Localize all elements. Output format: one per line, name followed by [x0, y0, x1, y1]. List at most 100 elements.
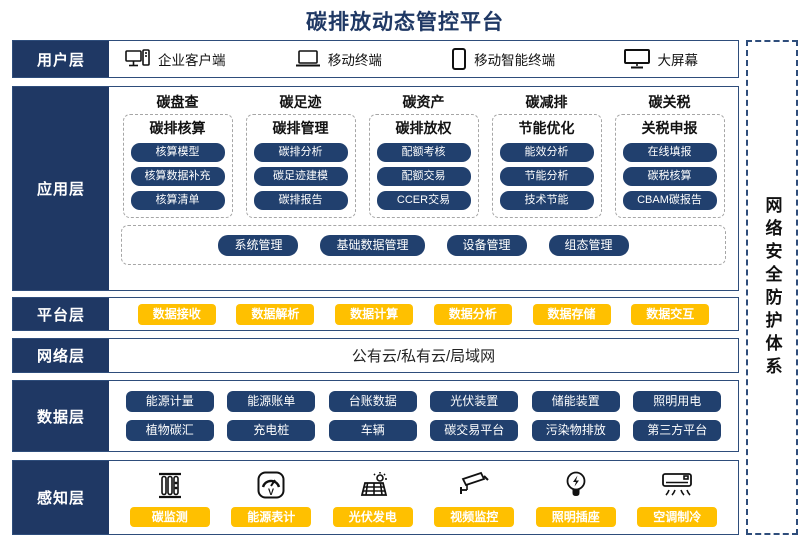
perception-layer-label: 感知层 [13, 461, 109, 534]
network-layer-text: 公有云/私有云/局域网 [351, 348, 496, 365]
big-screen-icon [624, 49, 651, 69]
platform-item-button[interactable]: 数据存储 [532, 303, 611, 325]
data-layer-label: 数据层 [13, 381, 109, 451]
app-item-button[interactable]: 核算数据补充 [130, 167, 225, 186]
light-socket-icon [563, 468, 589, 500]
perception-layer: 感知层 V 碳监测 能源表计 光伏发电 视频监控 照 [12, 460, 739, 535]
user-item-label: 移动终端 [327, 53, 382, 68]
app-item-button[interactable]: 配额考核 [376, 143, 471, 162]
user-item-label: 大屏幕 [657, 53, 698, 68]
user-layer: 用户层 企业客户端 移动终端 移动智能终端 [12, 40, 739, 78]
app-column-box: 节能优化 能效分析 节能分析 技术节能 [491, 114, 602, 218]
app-column-carbon-tariff: 碳关税 关税申报 在线填报 碳税核算 CBAM碳报告 [614, 92, 725, 218]
app-item-button[interactable]: CBAM碳报告 [622, 191, 717, 210]
app-column-header: 碳关税 [648, 94, 691, 110]
app-item-button[interactable]: 碳排分析 [253, 143, 348, 162]
perception-item-button[interactable]: 碳监测 [129, 507, 210, 527]
app-column-box: 碳排管理 碳排分析 碳足迹建模 碳排报告 [245, 114, 356, 218]
app-item-button[interactable]: 核算模型 [130, 143, 225, 162]
app-item-button[interactable]: 在线填报 [622, 143, 717, 162]
perception-layer-content: V 碳监测 能源表计 光伏发电 视频监控 照明插座 空调制冷 [109, 461, 738, 534]
user-item-label: 移动智能终端 [474, 53, 556, 68]
laptop-icon [295, 49, 321, 69]
app-column-subtitle: 碳排放权 [395, 120, 452, 136]
app-item-button[interactable]: 能效分析 [499, 143, 594, 162]
network-layer-label: 网络层 [13, 339, 109, 372]
tablet-icon [451, 48, 467, 70]
air-conditioner-icon [660, 468, 694, 500]
network-layer: 网络层 公有云/私有云/局域网 [12, 338, 739, 373]
app-column-subtitle: 节能优化 [518, 120, 575, 136]
app-column-header: 碳盘查 [156, 94, 199, 110]
app-item-button[interactable]: 节能分析 [499, 167, 594, 186]
user-item-label: 企业客户端 [158, 53, 226, 68]
platform-item-button[interactable]: 数据分析 [433, 303, 512, 325]
platform-layer-content: 数据接收 数据解析 数据计算 数据分析 数据存储 数据交互 [109, 298, 738, 330]
app-column-box: 关税申报 在线填报 碳税核算 CBAM碳报告 [614, 114, 725, 218]
data-item-button[interactable]: 碳交易平台 [430, 420, 519, 441]
app-common-button[interactable]: 系统管理 [218, 234, 299, 256]
platform-item-button[interactable]: 数据解析 [236, 303, 315, 325]
user-layer-label: 用户层 [13, 41, 109, 77]
data-item-button[interactable]: 植物碳汇 [125, 420, 214, 441]
app-column-header: 碳资产 [402, 94, 445, 110]
solar-power-icon [357, 468, 389, 500]
data-item-button[interactable]: 污染物排放 [531, 420, 620, 441]
perception-item-button[interactable]: 能源表计 [231, 507, 312, 527]
app-column-subtitle: 关税申报 [641, 120, 698, 136]
platform-item-button[interactable]: 数据计算 [335, 303, 414, 325]
app-item-button[interactable]: 碳排报告 [253, 191, 348, 210]
platform-item-button[interactable]: 数据交互 [631, 303, 710, 325]
app-common-button[interactable]: 基础数据管理 [320, 234, 425, 256]
user-item-smart-terminal: 移动智能终端 [451, 48, 555, 70]
app-column-header: 碳减排 [525, 94, 568, 110]
app-column-carbon-footprint: 碳足迹 碳排管理 碳排分析 碳足迹建模 碳排报告 [245, 92, 356, 218]
app-item-button[interactable]: 核算清单 [130, 191, 225, 210]
svg-text:V: V [268, 487, 274, 497]
user-item-mobile-terminal: 移动终端 [295, 49, 382, 69]
app-column-carbon-reduction: 碳减排 节能优化 能效分析 节能分析 技术节能 [491, 92, 602, 218]
data-layer: 数据层 能源计量 能源账单 台账数据 光伏装置 储能装置 照明用电 植物碳汇 充… [12, 380, 739, 452]
app-common-button[interactable]: 组态管理 [548, 234, 629, 256]
app-column-carbon-asset: 碳资产 碳排放权 配额考核 配额交易 CCER交易 [368, 92, 479, 218]
data-item-button[interactable]: 充电桩 [227, 420, 316, 441]
data-item-button[interactable]: 能源计量 [125, 391, 214, 412]
platform-layer-label: 平台层 [13, 298, 109, 330]
data-item-button[interactable]: 光伏装置 [430, 391, 519, 412]
app-item-button[interactable]: 碳税核算 [622, 167, 717, 186]
app-item-button[interactable]: CCER交易 [376, 191, 471, 210]
app-common-box: 系统管理 基础数据管理 设备管理 组态管理 [121, 225, 726, 265]
desktop-pc-icon [125, 49, 151, 69]
page-title: 碳排放动态管控平台 [306, 11, 504, 34]
data-item-button[interactable]: 车辆 [328, 420, 417, 441]
perception-item-button[interactable]: 空调制冷 [637, 507, 718, 527]
perception-item-button[interactable]: 光伏发电 [332, 507, 413, 527]
cctv-camera-icon [457, 468, 491, 500]
data-item-button[interactable]: 照明用电 [633, 391, 722, 412]
application-columns: 碳盘查 碳排核算 核算模型 核算数据补充 核算清单 碳足迹 碳排管理 碳排分析 … [109, 87, 738, 218]
platform-item-button[interactable]: 数据接收 [137, 303, 216, 325]
perception-item-button[interactable]: 视频监控 [434, 507, 515, 527]
data-item-button[interactable]: 第三方平台 [633, 420, 722, 441]
app-item-button[interactable]: 碳足迹建模 [253, 167, 348, 186]
app-item-button[interactable]: 配额交易 [376, 167, 471, 186]
application-layer: 应用层 碳盘查 碳排核算 核算模型 核算数据补充 核算清单 碳足迹 碳排管理 [12, 86, 739, 291]
app-common-button[interactable]: 设备管理 [446, 234, 527, 256]
security-sidebar: 网络安全防护体系 [746, 40, 798, 535]
application-layer-label: 应用层 [13, 87, 109, 290]
user-layer-content: 企业客户端 移动终端 移动智能终端 大屏幕 [109, 41, 738, 77]
perception-item-button[interactable]: 照明插座 [535, 507, 616, 527]
data-item-button[interactable]: 台账数据 [328, 391, 417, 412]
app-item-button[interactable]: 技术节能 [499, 191, 594, 210]
application-layer-content: 碳盘查 碳排核算 核算模型 核算数据补充 核算清单 碳足迹 碳排管理 碳排分析 … [109, 87, 738, 290]
app-column-header: 碳足迹 [279, 94, 322, 110]
security-sidebar-label: 网络安全防护体系 [762, 195, 782, 380]
data-item-button[interactable]: 能源账单 [227, 391, 316, 412]
carbon-monitor-icon [155, 468, 185, 500]
app-column-carbon-inventory: 碳盘查 碳排核算 核算模型 核算数据补充 核算清单 [122, 92, 233, 218]
data-item-button[interactable]: 储能装置 [531, 391, 620, 412]
data-layer-content: 能源计量 能源账单 台账数据 光伏装置 储能装置 照明用电 植物碳汇 充电桩 车… [109, 381, 738, 451]
app-column-box: 碳排核算 核算模型 核算数据补充 核算清单 [122, 114, 233, 218]
app-column-subtitle: 碳排管理 [272, 120, 329, 136]
